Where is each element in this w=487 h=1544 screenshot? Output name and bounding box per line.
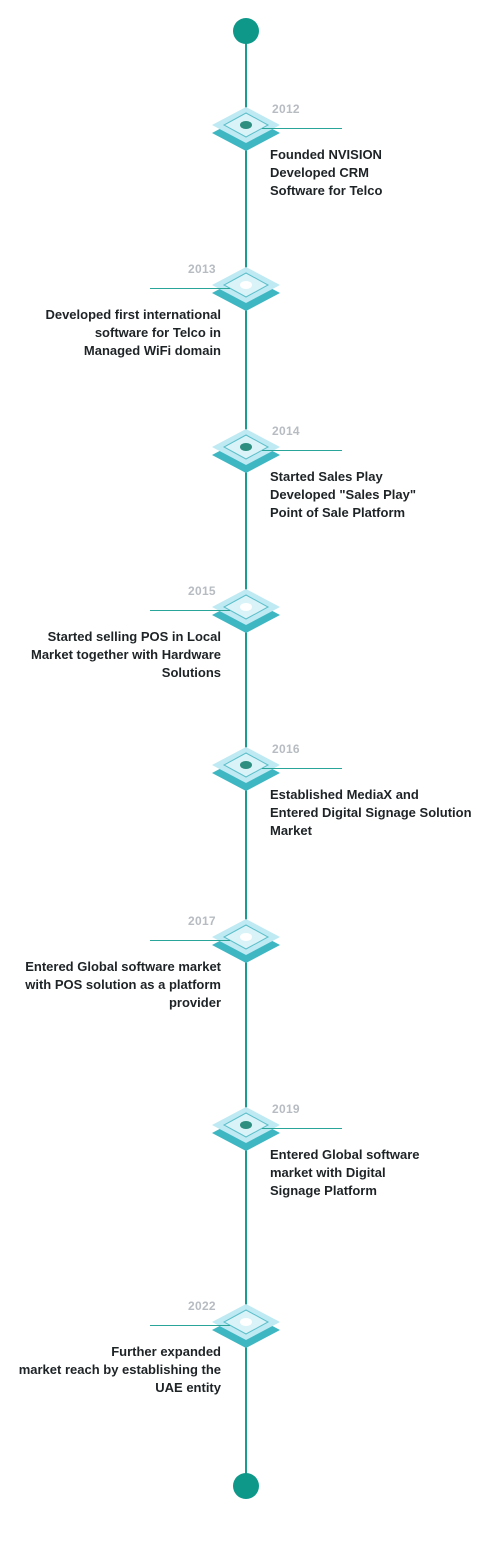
milestone-year: 2012 bbox=[272, 102, 300, 116]
milestone-description: Established MediaX and Entered Digital S… bbox=[270, 787, 472, 838]
milestone-year: 2013 bbox=[188, 262, 216, 276]
milestone-year: 2017 bbox=[188, 914, 216, 928]
milestone-description: Further expanded market reach by establi… bbox=[18, 1344, 221, 1395]
milestone-year: 2014 bbox=[272, 424, 300, 438]
milestone-hub bbox=[240, 761, 252, 769]
milestone-branch-line bbox=[262, 128, 342, 129]
milestone-description: Entered Global software market with POS … bbox=[25, 959, 221, 1010]
milestone-description: Started selling POS in Local Market toge… bbox=[31, 629, 221, 680]
milestone-branch-line bbox=[150, 288, 230, 289]
timeline-start-dot bbox=[233, 18, 259, 44]
milestone-node-2019 bbox=[210, 1103, 282, 1153]
milestone-hub bbox=[240, 281, 252, 289]
milestone-node-2012 bbox=[210, 103, 282, 153]
milestone-year: 2022 bbox=[188, 1299, 216, 1313]
milestone-hub bbox=[240, 1318, 252, 1326]
milestone-branch-line bbox=[262, 1128, 342, 1129]
milestone-hub bbox=[240, 1121, 252, 1129]
milestone-node-2017 bbox=[210, 915, 282, 965]
milestone-branch-line bbox=[262, 768, 342, 769]
milestone-description: Entered Global software market with Digi… bbox=[270, 1147, 420, 1198]
milestone-year: 2019 bbox=[272, 1102, 300, 1116]
milestone-branch-line bbox=[150, 1325, 230, 1326]
milestone-node-2015 bbox=[210, 585, 282, 635]
milestone-node-2016 bbox=[210, 743, 282, 793]
milestone-node-2013 bbox=[210, 263, 282, 313]
milestone-description: Founded NVISION Developed CRM Software f… bbox=[270, 147, 383, 198]
milestone-year: 2015 bbox=[188, 584, 216, 598]
milestone-year: 2016 bbox=[272, 742, 300, 756]
timeline-end-dot bbox=[233, 1473, 259, 1499]
milestone-description: Started Sales Play Developed "Sales Play… bbox=[270, 469, 417, 520]
milestone-hub bbox=[240, 603, 252, 611]
milestone-branch-line bbox=[150, 940, 230, 941]
milestone-hub bbox=[240, 443, 252, 451]
milestone-branch-line bbox=[150, 610, 230, 611]
milestone-description: Developed first international software f… bbox=[45, 307, 221, 358]
milestone-node-2022 bbox=[210, 1300, 282, 1350]
milestone-hub bbox=[240, 933, 252, 941]
milestone-branch-line bbox=[262, 450, 342, 451]
milestone-node-2014 bbox=[210, 425, 282, 475]
milestone-hub bbox=[240, 121, 252, 129]
